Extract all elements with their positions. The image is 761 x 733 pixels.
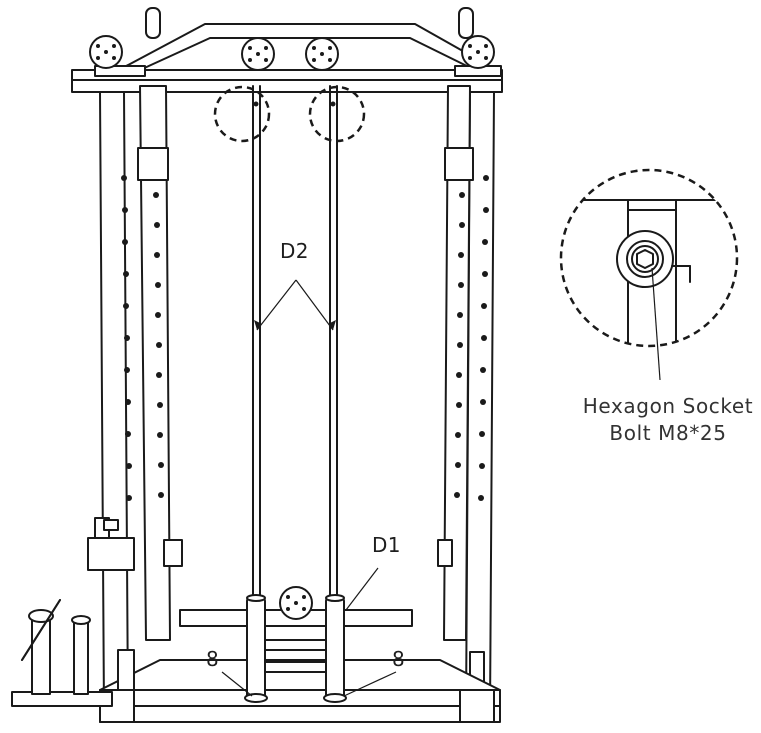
callout-leaders: [221, 279, 397, 697]
detail-circle-left: [213, 85, 271, 143]
weight-storage: [11, 517, 183, 707]
top-frame: [71, 23, 503, 93]
detail-label-line2: Bolt M8*25: [609, 421, 726, 445]
label-8-right: 8: [392, 647, 405, 671]
label-8-left: 8: [206, 647, 219, 671]
base-frame: [99, 649, 501, 723]
weight-carriage: [179, 586, 413, 703]
bolt-detail-inset: [559, 168, 739, 381]
guide-rod-right: [329, 85, 338, 601]
guide-rod-left: [252, 85, 261, 601]
right-uprights: [437, 85, 495, 713]
top-pulleys: [89, 7, 495, 71]
left-uprights: [99, 85, 171, 713]
label-d2: D2: [280, 239, 309, 263]
detail-label-line1: Hexagon Socket: [583, 394, 753, 418]
label-d1: D1: [372, 533, 401, 557]
detail-circle-right: [308, 85, 366, 143]
